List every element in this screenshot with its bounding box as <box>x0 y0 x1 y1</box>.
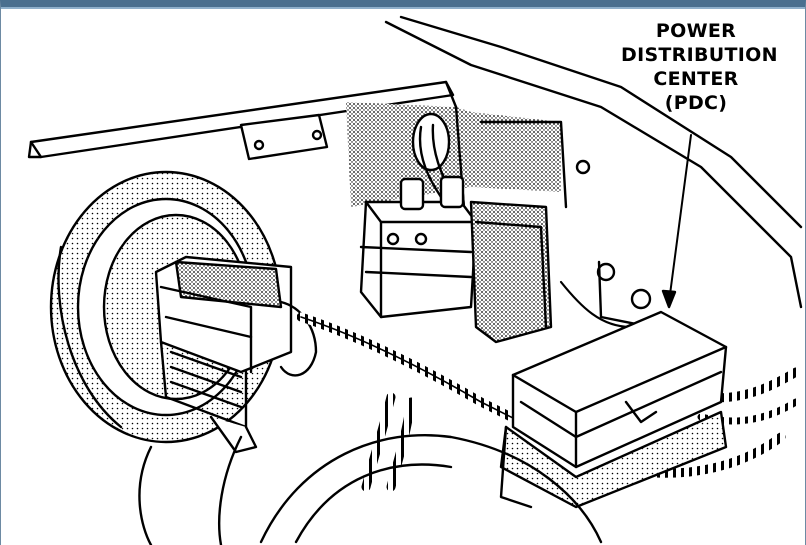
pdc-callout-label: POWER DISTRIBUTION CENTER (PDC) <box>621 19 778 115</box>
pdc-box <box>499 310 728 509</box>
callout-line-1: POWER <box>655 20 737 42</box>
grommet-wires <box>411 112 455 199</box>
relay-bracket <box>469 200 553 344</box>
lower-hoses <box>138 433 603 545</box>
callout-line-3: CENTER <box>653 68 739 90</box>
callout-leader <box>668 134 692 303</box>
inner-wall-shading <box>346 102 561 207</box>
starter-relay <box>359 175 478 319</box>
relay-block <box>154 255 318 454</box>
fender-panel <box>27 80 455 161</box>
engine-compartment-illustration <box>27 15 803 545</box>
ground-terminals <box>575 159 653 329</box>
callout-line-2: DISTRIBUTION <box>621 44 778 66</box>
callout-line-4: (PDC) <box>664 92 728 114</box>
callout-arrowhead <box>661 289 677 309</box>
